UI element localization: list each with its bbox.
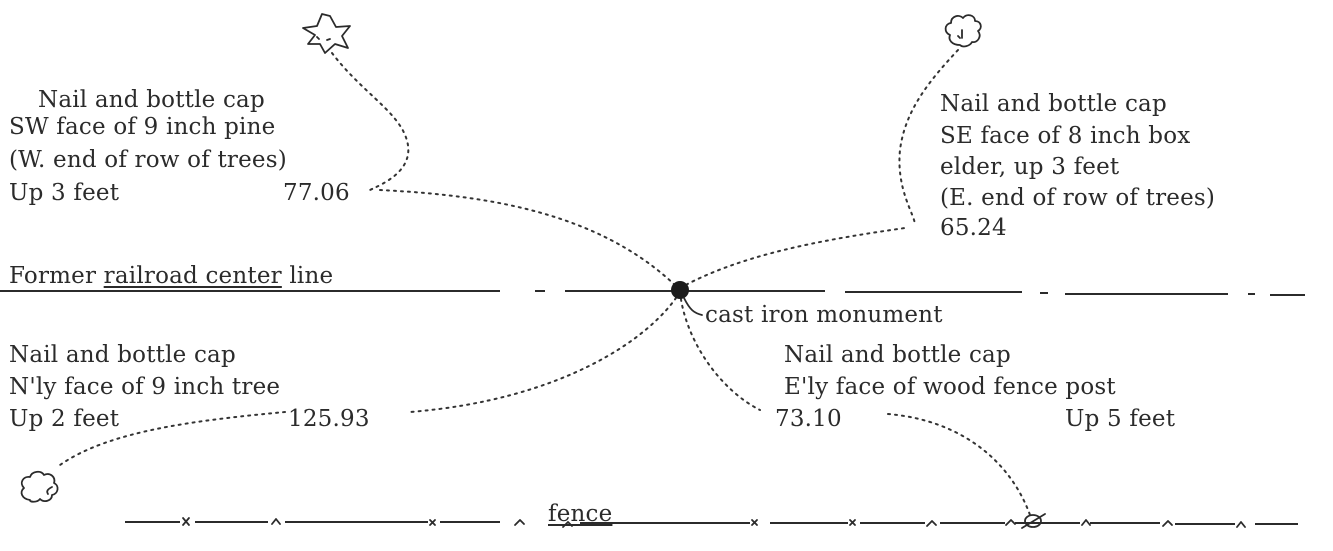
fence-label: fence bbox=[548, 501, 613, 527]
tie-sw-distance: 125.93 bbox=[288, 406, 370, 432]
box-elder-tree-icon bbox=[944, 14, 982, 48]
tie-ne-line-4: (E. end of row of trees) bbox=[940, 185, 1216, 211]
tie-ne-distance: 65.24 bbox=[940, 215, 1007, 241]
tie-se-line-2: E'ly face of wood fence post bbox=[784, 374, 1116, 400]
tie-leaders bbox=[59, 49, 1031, 516]
monument-dot-icon bbox=[671, 281, 703, 316]
fence-line bbox=[125, 517, 1298, 528]
tie-ne-line-3: elder, up 3 feet bbox=[940, 154, 1120, 180]
tree-icon bbox=[20, 470, 59, 503]
monument-label: cast iron monument bbox=[705, 302, 943, 328]
railroad-label-underlined: railroad center bbox=[103, 263, 282, 289]
railroad-label-prefix: Former bbox=[9, 263, 104, 289]
tie-ne-line-1: Nail and bottle cap bbox=[940, 91, 1167, 117]
tie-se-line-1: Nail and bottle cap bbox=[784, 342, 1011, 368]
railroad-label: Former railroad center line bbox=[9, 262, 333, 290]
pine-tree-icon bbox=[302, 13, 351, 54]
tie-nw-line-1: Nail and bottle cap bbox=[38, 87, 265, 113]
railroad-center-line bbox=[0, 290, 1305, 296]
tie-sw-line-3: Up 2 feet bbox=[9, 406, 120, 432]
tie-se-extra: Up 5 feet bbox=[1065, 406, 1176, 432]
tie-sw-line-1: Nail and bottle cap bbox=[9, 342, 236, 368]
tie-nw-distance: 77.06 bbox=[283, 180, 350, 206]
tie-nw-line-2: SW face of 9 inch pine bbox=[9, 114, 276, 140]
tie-sw-line-2: N'ly face of 9 inch tree bbox=[9, 374, 281, 400]
fence-post-icon bbox=[1021, 513, 1046, 529]
railroad-label-suffix: line bbox=[281, 263, 334, 289]
tie-ne-line-2: SE face of 8 inch box bbox=[940, 123, 1191, 149]
tie-se-distance: 73.10 bbox=[775, 406, 842, 432]
tie-nw-line-4: Up 3 feet bbox=[9, 180, 120, 206]
tie-nw-line-3: (W. end of row of trees) bbox=[9, 147, 287, 173]
